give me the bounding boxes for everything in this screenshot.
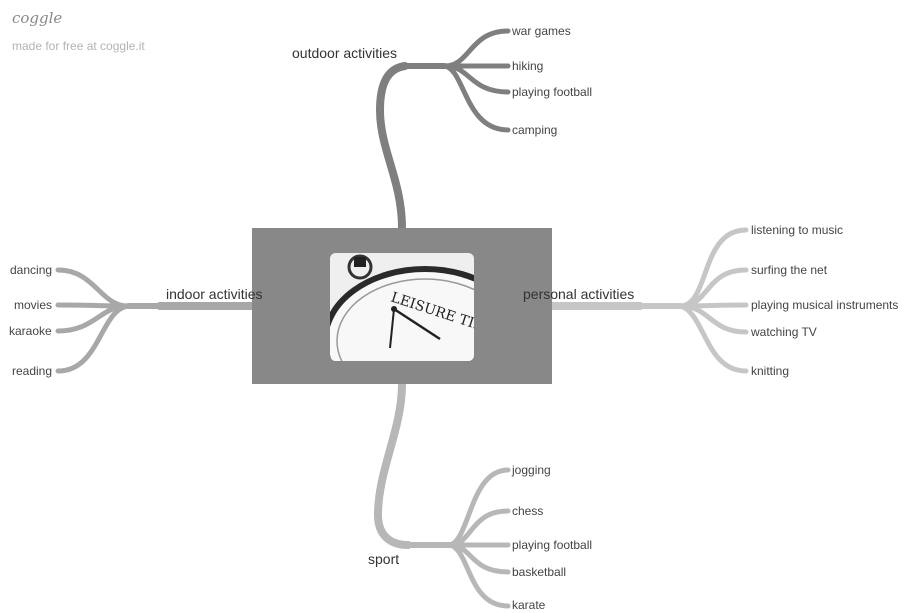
sport-label[interactable]: sport <box>368 551 400 567</box>
central-node[interactable]: LEISURE TIME <box>252 228 552 384</box>
personal-item-playing-musical-instruments[interactable]: playing musical instruments <box>751 298 899 312</box>
indoor-branch-lines <box>55 267 256 374</box>
outdoor-branch-lines <box>375 28 511 232</box>
sport-item-chess[interactable]: chess <box>512 504 544 518</box>
pocket-watch-image: LEISURE TIME <box>330 253 474 361</box>
personal-item-knitting[interactable]: knitting <box>751 364 790 378</box>
indoor-item-movies[interactable]: movies <box>14 298 53 312</box>
indoor-item-reading[interactable]: reading <box>12 364 53 378</box>
personal-item-listening-to-music[interactable]: listening to music <box>751 223 844 237</box>
indoor-item-karaoke[interactable]: karaoke <box>9 324 52 338</box>
sport-item-karate[interactable]: karate <box>512 598 546 612</box>
personal-activities-label[interactable]: personal activities <box>523 286 635 302</box>
coggle-logo[interactable]: coggle <box>12 9 63 27</box>
coggle-subtitle[interactable]: made for free at coggle.it <box>12 39 145 53</box>
outdoor-item-war-games[interactable]: war games <box>512 24 571 38</box>
indoor-activities-label[interactable]: indoor activities <box>166 286 263 302</box>
sport-item-basketball[interactable]: basketball <box>512 565 567 579</box>
outdoor-item-hiking[interactable]: hiking <box>512 59 544 73</box>
indoor-item-dancing[interactable]: dancing <box>10 263 53 277</box>
outdoor-activities-label[interactable]: outdoor activities <box>292 45 398 61</box>
sport-item-playing-football[interactable]: playing football <box>512 538 593 552</box>
outdoor-item-camping[interactable]: camping <box>512 123 558 137</box>
personal-item-watching-tv[interactable]: watching TV <box>751 325 817 339</box>
sport-branch-lines <box>373 380 511 609</box>
sport-item-jogging[interactable]: jogging <box>512 463 551 477</box>
personal-branch-lines <box>548 227 749 374</box>
outdoor-item-playing-football[interactable]: playing football <box>512 85 593 99</box>
personal-item-surfing-the-net[interactable]: surfing the net <box>751 263 828 277</box>
pocket-watch-icon: LEISURE TIME <box>330 253 474 361</box>
